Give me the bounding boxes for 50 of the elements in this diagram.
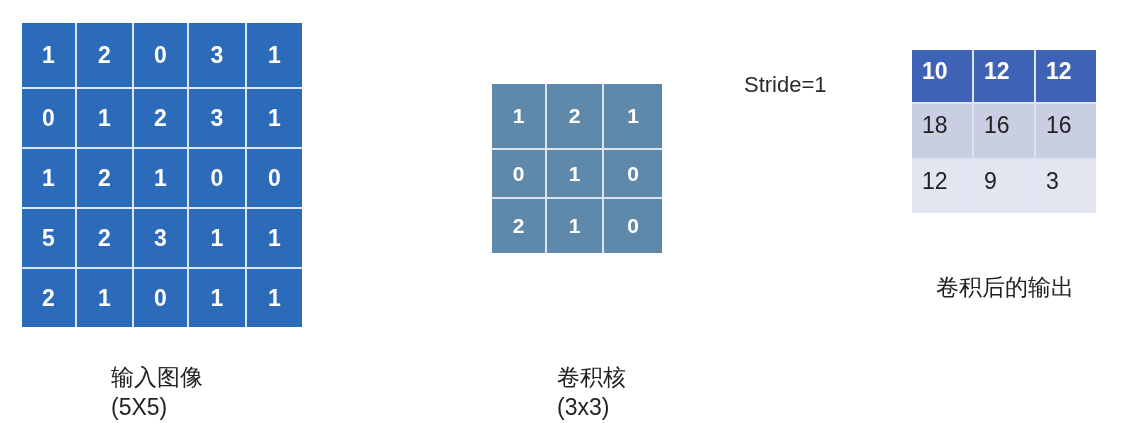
matrix-cell: 3 <box>1036 160 1096 213</box>
matrix-cell: 2 <box>492 199 545 253</box>
matrix-cell: 1 <box>189 209 245 267</box>
matrix-grid <box>22 23 302 327</box>
matrix-cell: 5 <box>22 209 75 267</box>
matrix-cell: 0 <box>604 199 662 253</box>
matrix-cell: 12 <box>912 160 972 213</box>
matrix-cell: 2 <box>22 269 75 327</box>
matrix-cell: 3 <box>189 23 245 87</box>
matrix-cell: 1 <box>492 84 545 148</box>
matrix-cell: 12 <box>1036 50 1096 102</box>
matrix-cell: 16 <box>974 104 1034 158</box>
matrix-cell: 0 <box>189 149 245 207</box>
matrix-cell: 18 <box>912 104 972 158</box>
matrix-grid <box>492 84 662 253</box>
matrix-grid <box>912 50 1096 213</box>
matrix-cell: 3 <box>134 209 187 267</box>
matrix-cell: 1 <box>547 199 602 253</box>
matrix-cell: 2 <box>77 23 132 87</box>
matrix-cell: 0 <box>247 149 302 207</box>
matrix-caption: 卷积核 (3x3) <box>557 363 627 422</box>
matrix-cell: 2 <box>134 89 187 147</box>
matrix-cell: 1 <box>247 23 302 87</box>
matrix-cell: 0 <box>22 89 75 147</box>
matrix-cell: 1 <box>247 209 302 267</box>
matrix-cell: 0 <box>492 150 545 197</box>
matrix-cell: 1 <box>547 150 602 197</box>
matrix-cell: 1 <box>77 89 132 147</box>
matrix-cell: 1 <box>247 269 302 327</box>
matrix-cell: 0 <box>134 269 187 327</box>
matrix-cell: 9 <box>974 160 1034 213</box>
matrix-cell: 1 <box>134 149 187 207</box>
matrix-cell: 2 <box>547 84 602 148</box>
matrix-cell: 1 <box>604 84 662 148</box>
matrix-cell: 0 <box>604 150 662 197</box>
stride-label: Stride=1 <box>744 71 827 99</box>
matrix-cell: 1 <box>22 23 75 87</box>
matrix-cell: 10 <box>912 50 972 102</box>
matrix-cell: 2 <box>77 149 132 207</box>
matrix-cell: 12 <box>974 50 1034 102</box>
matrix-cell: 16 <box>1036 104 1096 158</box>
matrix-cell: 1 <box>189 269 245 327</box>
matrix-cell: 1 <box>22 149 75 207</box>
matrix-cell: 2 <box>77 209 132 267</box>
matrix-cell: 1 <box>77 269 132 327</box>
matrix-cell: 0 <box>134 23 187 87</box>
matrix-caption: 输入图像 (5X5) <box>111 363 204 422</box>
matrix-cell: 3 <box>189 89 245 147</box>
matrix-caption: 卷积后的输出 <box>936 273 1074 302</box>
matrix-cell: 1 <box>247 89 302 147</box>
